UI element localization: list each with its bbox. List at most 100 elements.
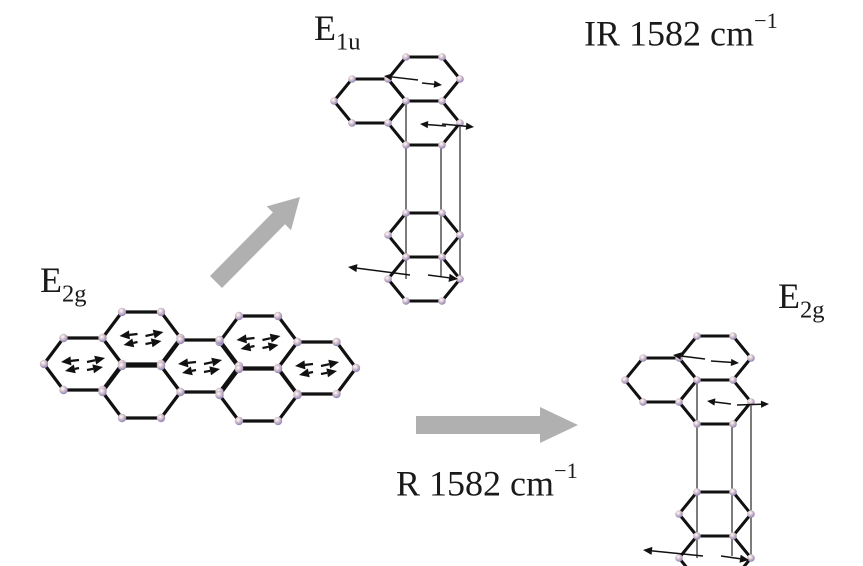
carbon-atom — [747, 354, 755, 362]
carbon-atom — [59, 333, 68, 343]
displacement-arrowhead — [295, 360, 306, 370]
displacement-arrowhead — [299, 368, 310, 378]
displacement-vector — [680, 355, 706, 360]
displacement-vector — [203, 361, 213, 366]
carbon-atom — [176, 387, 185, 397]
displacement-arrowhead — [673, 352, 682, 360]
displacement-vector — [145, 333, 154, 338]
carbon-atom — [402, 209, 410, 217]
hexagon-ring — [100, 364, 183, 420]
carbon-atom — [456, 275, 464, 283]
displacement-arrowhead — [760, 400, 769, 408]
displacement-vector — [391, 76, 419, 81]
hexagon-ring — [386, 55, 462, 103]
displacement-arrowhead — [211, 357, 222, 367]
displacement-vector — [262, 345, 269, 350]
e2g-displacement-pattern — [61, 329, 339, 378]
carbon-atom — [693, 420, 701, 428]
displacement-arrowhead — [152, 329, 164, 339]
displacement-vector — [86, 367, 94, 372]
displacement-vector — [70, 358, 80, 362]
displacement-arrowhead — [236, 334, 247, 344]
carbon-atom — [438, 53, 446, 61]
carbon-atom — [456, 75, 464, 83]
carbon-atom — [693, 488, 701, 496]
displacement-vector — [129, 332, 138, 336]
bond-network — [42, 310, 358, 423]
interlayer-connectors — [405, 103, 461, 279]
transition-arrows — [210, 197, 578, 443]
displacement-vector — [246, 336, 255, 340]
carbon-atom — [156, 307, 166, 317]
carbon-atom — [176, 335, 185, 345]
carbon-atom — [402, 253, 410, 261]
bottom-layer — [384, 209, 464, 305]
carbon-atom — [456, 231, 464, 239]
carbon-atom — [402, 53, 410, 61]
displacement-arrowhead — [182, 366, 193, 376]
carbon-atom — [117, 361, 127, 371]
carbon-atom — [438, 97, 446, 105]
carbon-atom — [438, 141, 446, 149]
interlayer-connectors — [696, 382, 752, 558]
displacement-arrowhead — [384, 73, 393, 81]
arrow-to-ir-mode — [210, 197, 300, 288]
displacement-arrowhead — [465, 122, 474, 130]
displacement-vector — [187, 360, 197, 364]
carbon-atom — [384, 231, 392, 239]
displacement-vector — [320, 363, 330, 368]
carbon-atom — [402, 141, 410, 149]
hexagon-ring — [677, 334, 753, 382]
carbon-atom — [693, 332, 701, 340]
carbon-atom — [273, 364, 283, 374]
displacement-vector — [421, 82, 435, 85]
carbon-atom — [693, 532, 701, 540]
hexagon-ring — [386, 211, 462, 259]
displacement-vector — [736, 403, 762, 406]
carbon-atom — [39, 359, 49, 369]
displacement-vector — [133, 340, 138, 344]
carbon-atom — [675, 510, 683, 518]
displacement-arrowhead — [119, 330, 130, 340]
carbon-atom — [729, 488, 737, 496]
displacement-vector — [651, 550, 704, 557]
displacement-arrowhead — [269, 333, 281, 343]
carbon-atom — [293, 390, 302, 400]
carbon-atom — [117, 307, 127, 317]
displacement-vectors — [643, 352, 769, 563]
carbon-atom — [332, 337, 341, 347]
displacement-arrowhead — [123, 338, 135, 348]
carbon-atom — [384, 275, 392, 283]
ir-frequency-label: IR 1582 cm−1 — [584, 8, 778, 54]
displacement-vector — [320, 371, 328, 376]
carbon-atom — [156, 361, 166, 371]
atom-set — [384, 209, 464, 305]
displacement-vectors — [348, 73, 474, 282]
carbon-atom — [348, 75, 356, 83]
displacement-arrowhead — [150, 338, 162, 348]
carbon-atom — [234, 364, 244, 374]
carbon-atom — [98, 333, 107, 343]
carbon-atom — [675, 554, 683, 562]
displacement-arrowhead — [178, 358, 189, 368]
carbon-atom — [332, 389, 341, 399]
e2g-left-label: E2g — [40, 260, 87, 308]
hexagon-ring — [217, 367, 300, 423]
displacement-arrowhead — [707, 398, 716, 406]
top-layer — [330, 53, 464, 149]
displacement-vector — [356, 267, 411, 276]
displacement-vector — [250, 344, 255, 348]
carbon-atom — [215, 335, 224, 345]
carbon-atom — [273, 416, 283, 426]
carbon-atom — [330, 97, 338, 105]
carbon-atom — [675, 398, 683, 406]
carbon-atom — [234, 416, 244, 426]
displacement-vector — [203, 369, 211, 374]
carbon-atom — [215, 390, 224, 400]
displacement-arrowhead — [643, 546, 653, 555]
bond-network — [386, 211, 462, 303]
carbon-atom — [156, 413, 166, 423]
displacement-arrowhead — [348, 264, 358, 273]
carbon-atom — [747, 510, 755, 518]
